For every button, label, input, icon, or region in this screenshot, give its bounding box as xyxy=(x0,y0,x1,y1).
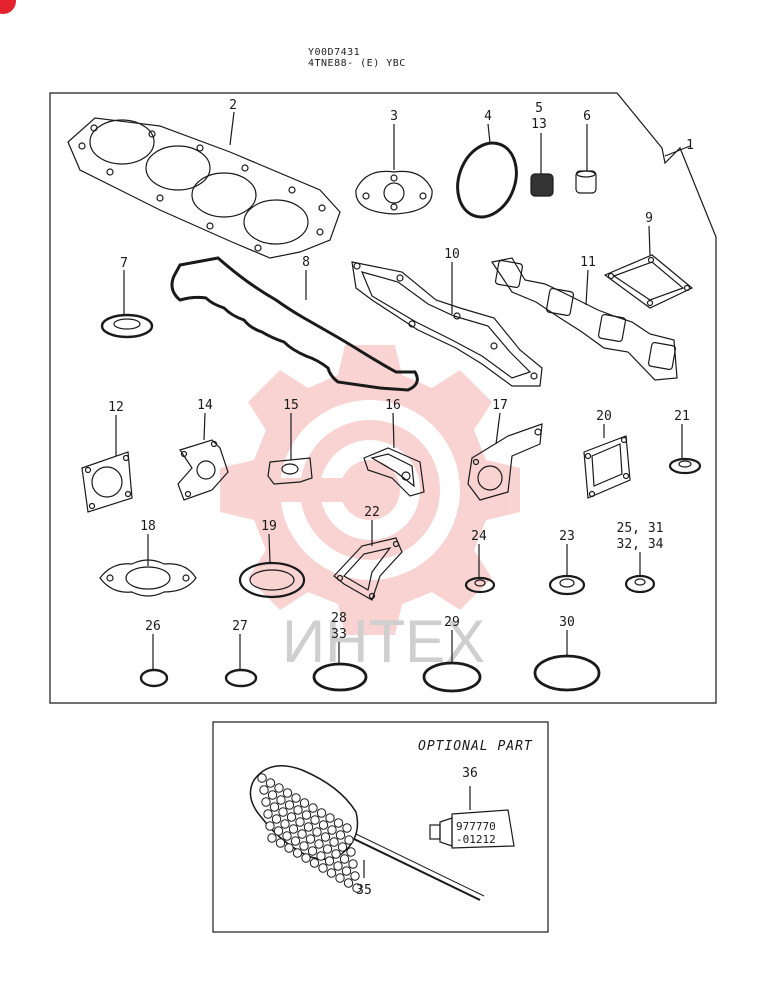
callout-7: 7 xyxy=(120,256,128,271)
round-gasket xyxy=(355,170,433,215)
gasket-20 xyxy=(583,424,631,499)
callout-5: 5 xyxy=(535,101,543,116)
seal-washer-7 xyxy=(100,270,154,339)
intake-manifold-gasket xyxy=(351,261,543,387)
callout-16: 16 xyxy=(385,398,401,413)
cylinder-head-gasket xyxy=(67,117,341,259)
callout-12: 12 xyxy=(108,400,124,415)
callout-6: 6 xyxy=(583,109,591,124)
callout-30: 30 xyxy=(559,615,575,630)
callout-13: 13 xyxy=(531,117,547,132)
callout-14: 14 xyxy=(197,398,213,413)
callout-8: 8 xyxy=(302,255,310,270)
gasket-19 xyxy=(238,533,306,599)
tube-label-line2: -01212 xyxy=(456,833,496,846)
callout-2: 2 xyxy=(229,98,237,113)
callout-10: 10 xyxy=(444,247,460,262)
callout-19: 19 xyxy=(261,519,277,534)
main-frame xyxy=(49,92,717,704)
gasket-22 xyxy=(333,520,403,601)
gasket-17 xyxy=(467,412,543,501)
callout-15: 15 xyxy=(283,398,299,413)
callout-28: 28 xyxy=(331,611,347,626)
callout-9: 9 xyxy=(645,211,653,226)
callout-20: 20 xyxy=(596,409,612,424)
washer-23 xyxy=(548,544,586,596)
washer-25 xyxy=(624,552,656,594)
callout-35: 35 xyxy=(356,883,372,898)
gasket-15 xyxy=(267,413,313,485)
callout-26: 26 xyxy=(145,619,161,634)
drawing-code: Y00D7431 xyxy=(308,47,361,58)
callout-21: 21 xyxy=(674,409,690,424)
sealant-tube xyxy=(429,786,515,849)
callout-22: 22 xyxy=(364,505,380,520)
o-ring-29 xyxy=(422,630,482,693)
valve-stem-seal xyxy=(530,133,554,197)
callout-32-34: 32, 34 xyxy=(617,537,664,552)
gasket-12 xyxy=(81,415,133,513)
gasket-14 xyxy=(177,412,229,501)
callout-23: 23 xyxy=(559,529,575,544)
callout-24: 24 xyxy=(471,529,487,544)
o-ring-27 xyxy=(224,634,258,688)
callout-11: 11 xyxy=(580,255,596,270)
callout-29: 29 xyxy=(444,615,460,630)
callout-27: 27 xyxy=(232,619,248,634)
watermark-logo xyxy=(220,345,520,635)
gasket-18 xyxy=(99,534,197,597)
gasket-16 xyxy=(363,412,425,497)
optional-part-title: OPTIONAL PART xyxy=(418,739,533,754)
cylinder-hone-brush xyxy=(249,765,485,901)
o-ring-26 xyxy=(139,634,169,688)
tube-label-line1: 977770 xyxy=(456,820,496,833)
callout-18: 18 xyxy=(140,519,156,534)
o-ring-30 xyxy=(533,630,601,692)
callout-3: 3 xyxy=(390,109,398,124)
large-o-ring xyxy=(456,141,518,219)
engine-model: 4TNE88- (E) YBC xyxy=(308,58,406,69)
washer-21 xyxy=(668,424,702,475)
optional-part-box xyxy=(212,721,549,933)
callout-1: 1 xyxy=(686,138,694,153)
square-gasket-9 xyxy=(603,225,694,309)
washer-24 xyxy=(464,544,496,594)
o-ring-28 xyxy=(312,642,368,692)
callout-36: 36 xyxy=(462,766,478,781)
callout-33: 33 xyxy=(331,627,347,642)
valve-seal xyxy=(575,124,597,194)
callout-4: 4 xyxy=(484,109,492,124)
rocker-cover-gasket xyxy=(170,256,419,392)
callout-17: 17 xyxy=(492,398,508,413)
callout-25-31: 25, 31 xyxy=(617,521,664,536)
exhaust-manifold-gasket xyxy=(491,257,678,381)
